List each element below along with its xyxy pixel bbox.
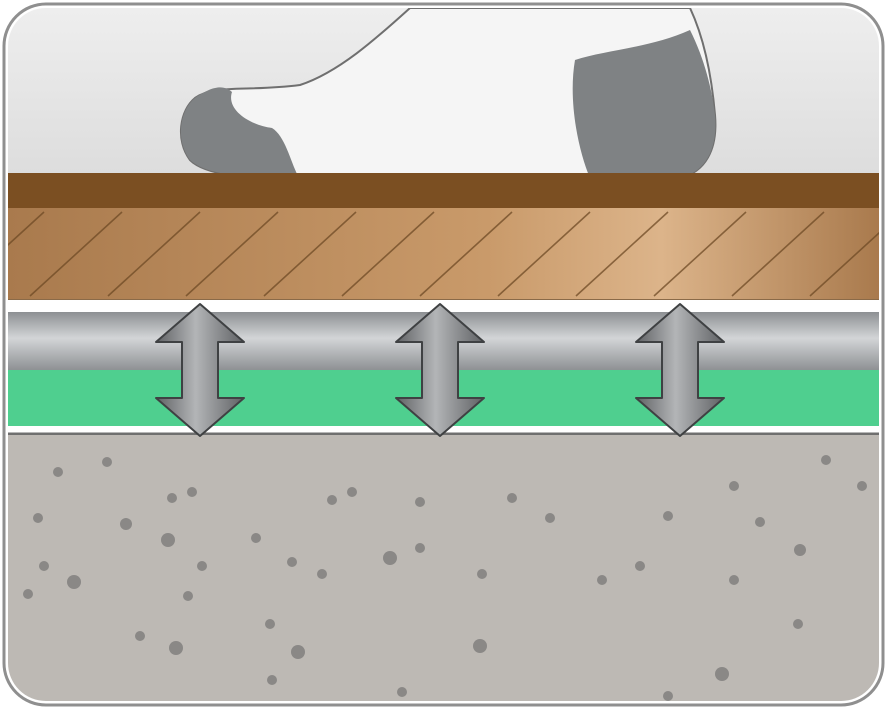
concrete-subfloor-layer: [8, 435, 879, 701]
concrete-aggregate-dot: [187, 487, 197, 497]
concrete-aggregate-dot: [415, 497, 425, 507]
wood-grain-line: [341, 211, 435, 297]
wood-grain-line: [731, 211, 825, 297]
concrete-aggregate-dot: [715, 667, 729, 681]
wood-grain-line: [29, 211, 123, 297]
concrete-aggregate-dot: [729, 481, 739, 491]
wood-grain-line: [185, 211, 279, 297]
concrete-aggregate-dot: [507, 493, 517, 503]
concrete-aggregate-dot: [120, 518, 132, 530]
wood-grain-line: [809, 211, 879, 297]
double-arrow-icon: [395, 303, 485, 437]
concrete-aggregate-dot: [857, 481, 867, 491]
concrete-aggregate-dot: [755, 517, 765, 527]
concrete-aggregate-dot: [169, 641, 183, 655]
concrete-aggregate-dot: [251, 533, 261, 543]
concrete-aggregate-dot: [39, 561, 49, 571]
concrete-aggregate-dot: [663, 511, 673, 521]
concrete-aggregate-dot: [265, 619, 275, 629]
concrete-aggregate-dot: [793, 619, 803, 629]
concrete-aggregate-dot: [291, 645, 305, 659]
double-arrow-icon: [635, 303, 725, 437]
concrete-aggregate-dot: [794, 544, 806, 556]
wood-grain-line: [419, 211, 513, 297]
concrete-aggregate-dot: [135, 631, 145, 641]
concrete-aggregate-dot: [317, 569, 327, 579]
wood-grain-line: [107, 211, 201, 297]
wood-grain-line: [575, 211, 669, 297]
concrete-aggregate-dot: [167, 493, 177, 503]
concrete-aggregate-dot: [327, 495, 337, 505]
concrete-aggregate-dot: [415, 543, 425, 553]
concrete-aggregate-dot: [383, 551, 397, 565]
concrete-aggregate-dot: [197, 561, 207, 571]
concrete-aggregate-dot: [102, 457, 112, 467]
concrete-aggregate-dot: [287, 557, 297, 567]
concrete-aggregate-dot: [821, 455, 831, 465]
concrete-aggregate-dot: [597, 575, 607, 585]
wood-flooring-layer: [8, 173, 879, 301]
concrete-aggregate-dot: [267, 675, 277, 685]
double-arrow-icon: [155, 303, 245, 437]
concrete-aggregate-dot: [635, 561, 645, 571]
concrete-aggregate-dot: [33, 513, 43, 523]
concrete-aggregate-dot: [477, 569, 487, 579]
sock-foot-icon: [179, 8, 717, 180]
concrete-aggregate-dot: [663, 691, 673, 701]
wood-grain-line: [263, 211, 357, 297]
concrete-aggregate-dot: [23, 589, 33, 599]
concrete-aggregate-dot: [397, 687, 407, 697]
concrete-aggregate-dot: [473, 639, 487, 653]
wood-grain-line: [653, 211, 747, 297]
wood-grain-line: [497, 211, 591, 297]
concrete-aggregate-dot: [545, 513, 555, 523]
concrete-aggregate-dot: [729, 575, 739, 585]
concrete-aggregate-dot: [161, 533, 175, 547]
concrete-aggregate-dot: [183, 591, 193, 601]
concrete-aggregate-dot: [53, 467, 63, 477]
concrete-aggregate-dot: [67, 575, 81, 589]
concrete-aggregate-dot: [347, 487, 357, 497]
wood-grain-line: [8, 211, 45, 297]
